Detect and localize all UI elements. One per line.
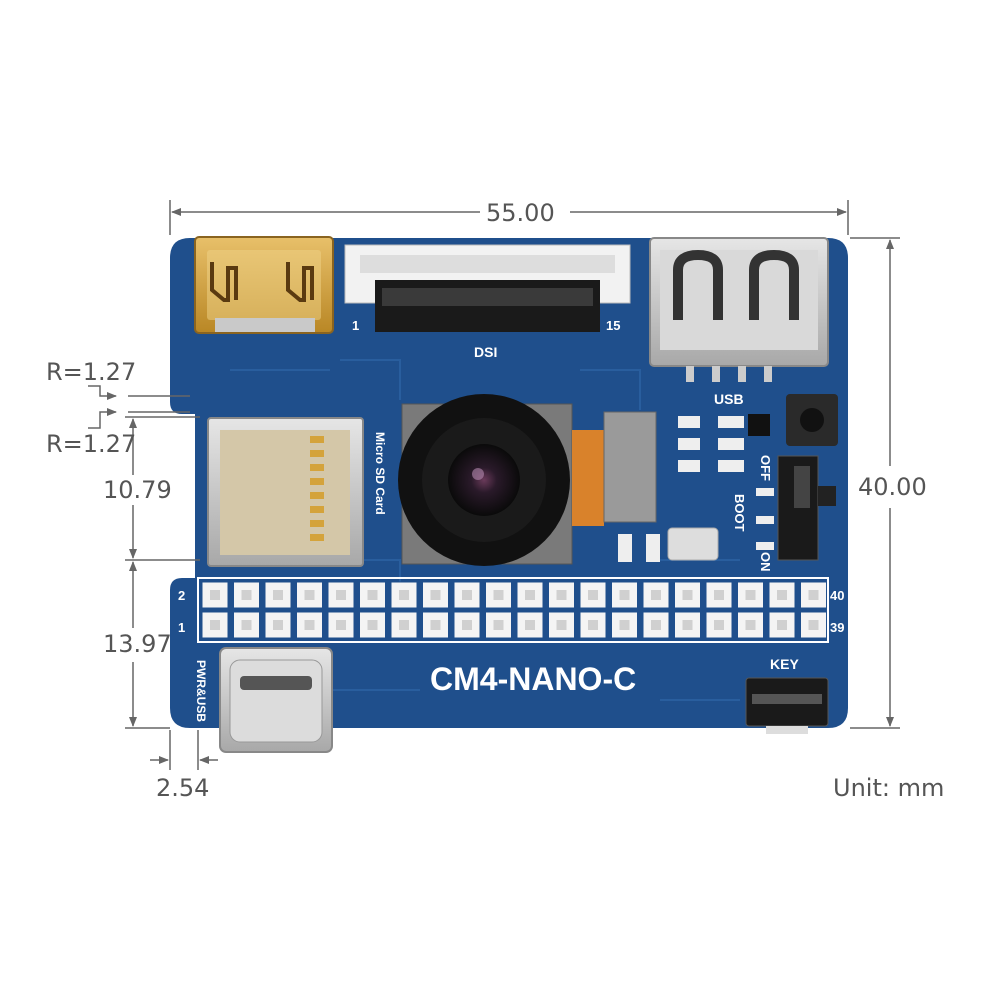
pin-pitch-label: 2.54 (156, 774, 210, 802)
header-pin-post (525, 620, 535, 630)
header-pin-post (304, 620, 315, 630)
header-pin-post (619, 590, 630, 600)
header-pin-post (273, 590, 283, 600)
header-pin-post (525, 590, 535, 600)
radius-top-label: R=1.27 (46, 358, 137, 386)
header-pin-post (588, 590, 598, 600)
gpio-header (197, 577, 829, 643)
header-pin-post (745, 590, 756, 600)
header-pin-post (210, 590, 220, 600)
width-dimension-label: 55.00 (486, 199, 555, 227)
smd-components (618, 394, 838, 562)
key-button (745, 677, 829, 734)
header-pin-post (399, 620, 409, 630)
header-pin-post (651, 620, 661, 630)
header-pin-post (273, 620, 283, 630)
header-pin-post (336, 590, 346, 600)
header-pin-post (588, 620, 598, 630)
pwr-usb-label: PWR&USB (194, 660, 208, 722)
header-pin-post (462, 590, 472, 600)
key-label: KEY (770, 656, 799, 672)
header-pin (579, 611, 607, 639)
header-pin (359, 611, 386, 639)
header-pin-post (336, 620, 346, 630)
usb-label: USB (714, 391, 744, 407)
dsi-pin-start-label: 1 (352, 318, 359, 333)
dsi-label: DSI (474, 344, 497, 360)
header-pin-1-label: 1 (178, 620, 185, 635)
switch-off-label: OFF (758, 455, 773, 481)
header-pin-post (777, 620, 787, 630)
radius-bottom-label: R=1.27 (46, 430, 137, 458)
header-pin-post (493, 620, 504, 630)
header-pin-post (241, 620, 252, 630)
header-pin (768, 581, 796, 609)
dsi-pin-end-label: 15 (606, 318, 620, 333)
header-pin-39-label: 39 (830, 620, 844, 635)
usb-a-connector (649, 237, 829, 382)
dsi-connector (344, 244, 631, 332)
header-pin (422, 581, 449, 609)
header-pin (516, 581, 544, 609)
header-pin-post (430, 590, 441, 600)
header-pin-post (556, 590, 567, 600)
unit-label: Unit: mm (833, 774, 945, 802)
header-pin-post (304, 590, 315, 600)
header-pin-post (210, 620, 220, 630)
header-offset-label: 13.97 (103, 630, 172, 658)
camera-module (398, 394, 657, 566)
header-pin-post (745, 620, 756, 630)
header-pin-post (367, 590, 378, 600)
board-name: CM4-NANO-C (430, 661, 636, 697)
header-pin-post (556, 620, 567, 630)
header-pin-post (682, 620, 693, 630)
header-pin-post (462, 620, 472, 630)
header-pin-post (714, 590, 724, 600)
header-pin (264, 611, 292, 639)
usb-c-connector (219, 647, 333, 753)
boot-switch (756, 455, 836, 561)
header-pin-post (682, 590, 693, 600)
header-pin-post (399, 590, 409, 600)
header-pin-post (808, 590, 819, 600)
sd-card-label: Micro SD Card (373, 432, 387, 515)
height-dimension-label: 40.00 (858, 473, 927, 501)
header-pin-post (714, 620, 724, 630)
hdmi-connector (194, 236, 334, 334)
sd-offset-label: 10.79 (103, 476, 172, 504)
header-pin-post (493, 590, 504, 600)
micro-sd-slot (207, 417, 364, 567)
header-pin-post (241, 590, 252, 600)
switch-boot-label: BOOT (732, 494, 747, 532)
header-pin-2-label: 2 (178, 588, 185, 603)
header-pin-post (808, 620, 819, 630)
header-pin (296, 611, 323, 639)
header-pin-40-label: 40 (830, 588, 844, 603)
header-pin-post (430, 620, 441, 630)
header-pin-post (651, 590, 661, 600)
header-pin-post (619, 620, 630, 630)
dimension-lines (88, 200, 900, 770)
header-pin-post (777, 590, 787, 600)
header-pin-post (367, 620, 378, 630)
switch-on-label: ON (758, 552, 773, 572)
